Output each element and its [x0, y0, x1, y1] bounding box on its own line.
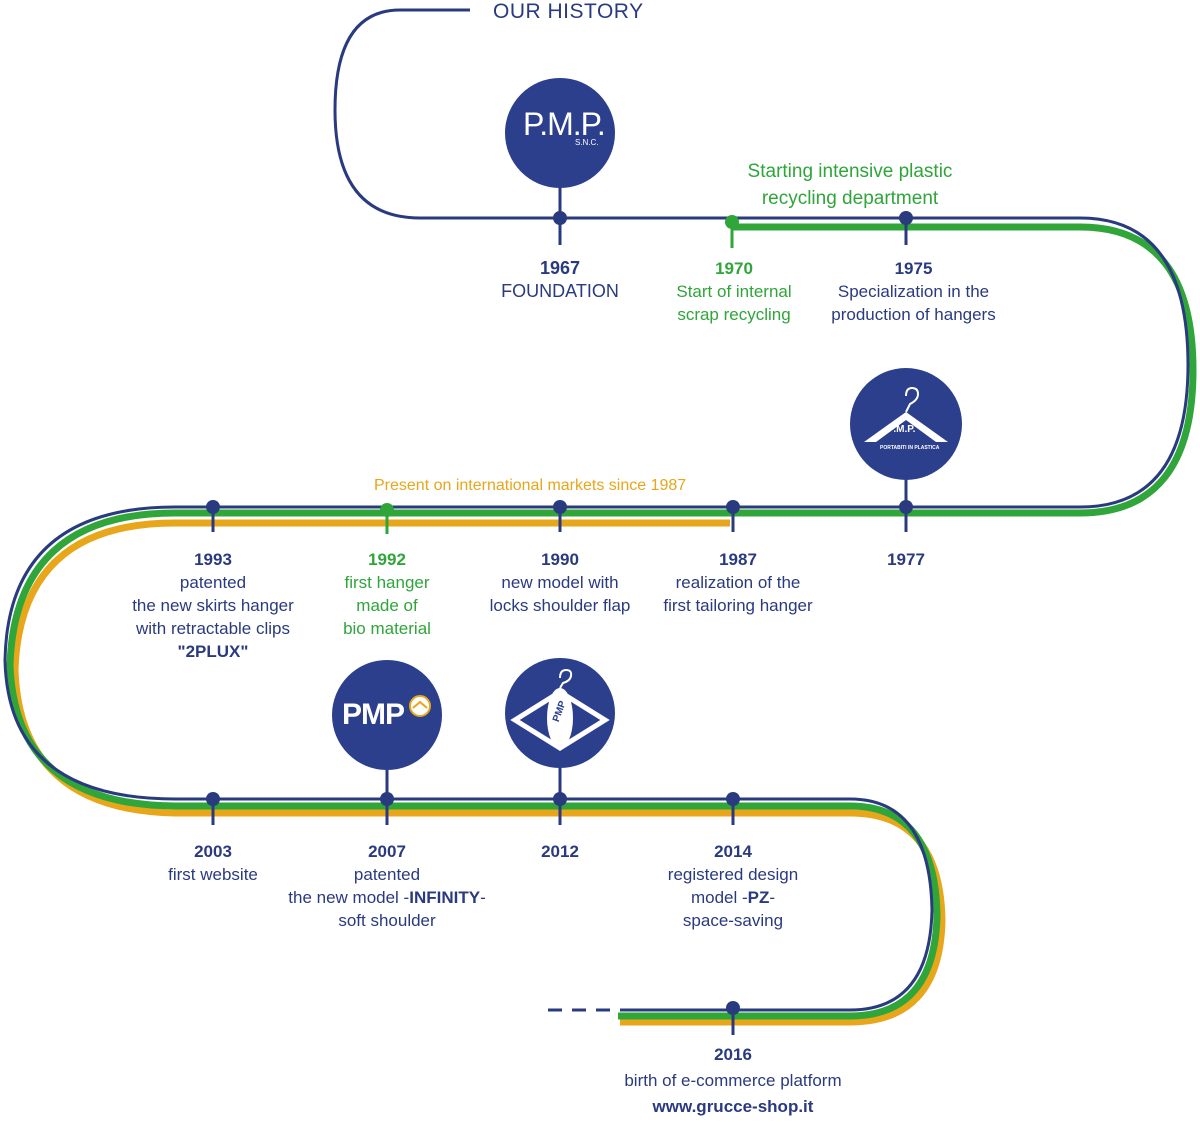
dot-2007 — [380, 792, 394, 806]
dot-2016 — [726, 1001, 740, 1015]
dot-1993 — [206, 500, 220, 514]
dot-1970 — [725, 215, 739, 229]
dot-2003 — [206, 792, 220, 806]
pmp-logo-icon: PMP — [332, 660, 442, 770]
page-title: OUR HISTORY — [493, 0, 644, 23]
dot-2014 — [726, 792, 740, 806]
blue-line — [3, 8, 1190, 1012]
dot-1987 — [726, 500, 740, 514]
international-note: Present on international markets since 1… — [374, 477, 687, 494]
dot-1975 — [899, 211, 913, 225]
orange-track — [11, 519, 946, 1026]
hanger-oval-logo-icon: PMP — [505, 658, 615, 768]
dot-1992 — [380, 503, 394, 517]
pmp-snc-logo-icon: P.M.P. S.N.C. — [505, 78, 615, 188]
event-2012: 2012 — [541, 842, 579, 861]
hanger-logo-icon: P.M.P. PORTABITI IN PLASTICA — [850, 368, 962, 480]
event-1977: 1977 — [887, 550, 925, 569]
dot-2012 — [553, 792, 567, 806]
dot-1977 — [899, 500, 913, 514]
green-track — [6, 223, 1197, 1020]
dot-1990 — [553, 500, 567, 514]
dot-1967 — [553, 211, 567, 225]
